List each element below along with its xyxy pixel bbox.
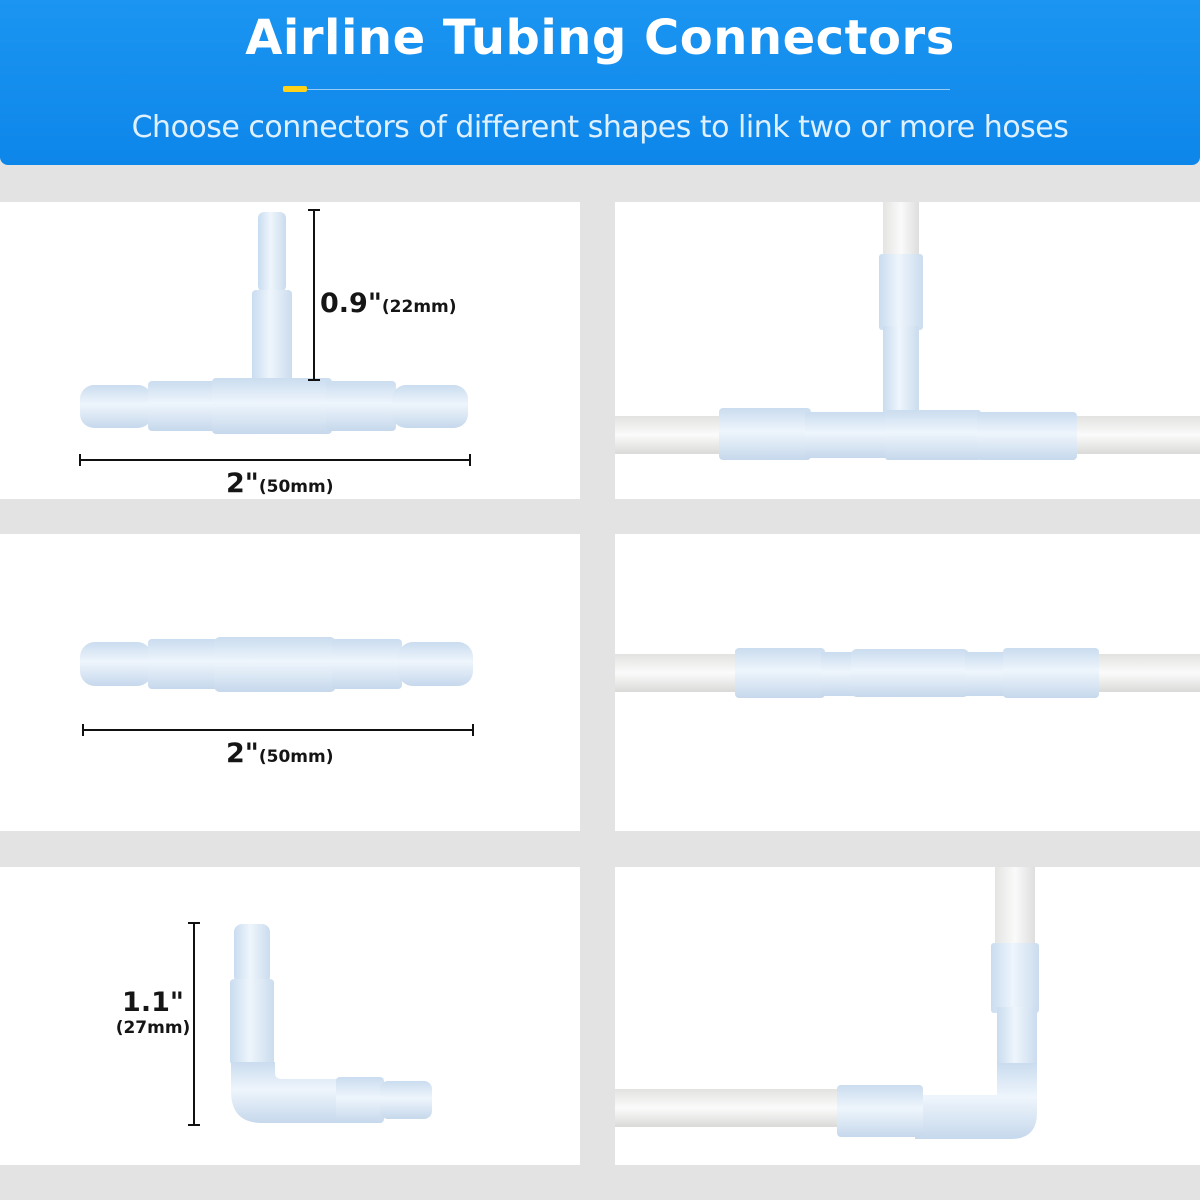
straight-width-label: 2"(50mm) (226, 738, 333, 769)
tee-width-metric: (50mm) (258, 477, 334, 497)
tee-width-label: 2"(50mm) (226, 468, 333, 499)
elbow-connector-panel: 1.1" (27mm) (0, 867, 580, 1165)
elbow-in-use-panel (615, 867, 1200, 1165)
straight-in-use-panel (615, 534, 1200, 831)
title-divider (283, 89, 950, 90)
page-title: Airline Tubing Connectors (245, 10, 955, 66)
straight-connector-image (80, 637, 474, 736)
tee-connector-image (79, 209, 471, 466)
elbow-in-use-image (615, 867, 1039, 1139)
straight-width-metric: (50mm) (258, 747, 334, 767)
straight-in-use-image (615, 648, 1200, 698)
tee-in-use-panel (615, 202, 1200, 499)
elbow-connector-image (188, 922, 432, 1126)
tee-height-value: 0.9" (320, 288, 382, 319)
straight-width-value: 2" (226, 738, 259, 769)
tee-in-use-image (615, 202, 1200, 460)
tee-width-value: 2" (226, 468, 259, 499)
elbow-height-value: 1.1" (122, 987, 184, 1018)
tee-height-label: 0.9"(22mm) (320, 288, 457, 319)
title-accent-bar (283, 86, 307, 92)
elbow-height-metric: (27mm) (115, 1018, 191, 1038)
header-banner: Airline Tubing Connectors Choose connect… (0, 0, 1200, 165)
page-subtitle: Choose connectors of different shapes to… (131, 110, 1069, 145)
tee-connector-panel: 0.9"(22mm) 2"(50mm) (0, 202, 580, 499)
straight-connector-panel: 2"(50mm) (0, 534, 580, 831)
elbow-height-label: 1.1" (27mm) (112, 987, 194, 1038)
tee-height-metric: (22mm) (381, 297, 457, 317)
